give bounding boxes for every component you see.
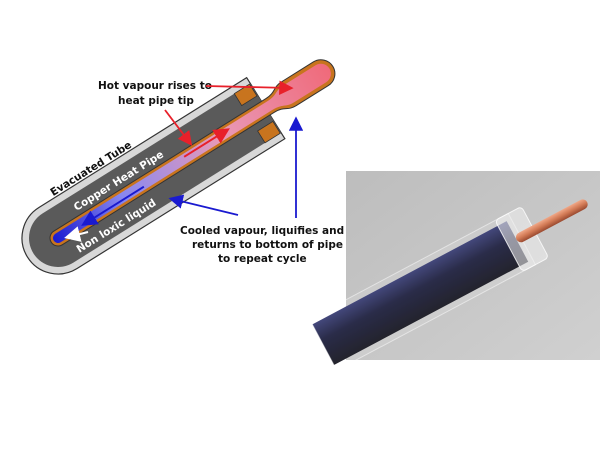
copper-heat-pipe: [49, 59, 336, 247]
copper-fin-bottom: [257, 120, 281, 144]
label-hot-vapour-line2: heat pipe tip: [118, 95, 194, 107]
label-cooled-line3: to repeat cycle: [218, 253, 307, 265]
cold-flow-arrow: [81, 185, 145, 226]
cooled-callout-arrow: [168, 194, 239, 216]
hot-vapour-callout-arrow: [205, 80, 294, 95]
evacuated-tube-photo: [308, 171, 600, 371]
label-cooled-line1: Cooled vapour, liquifies and: [180, 225, 344, 237]
hot-vapour-flow-arrow: [183, 128, 230, 158]
hot-vapour-pipe-arrow: [164, 109, 193, 146]
copper-fin-top: [233, 83, 258, 107]
liquid-pointer-arrow: [64, 226, 89, 242]
label-cooled-line2: returns to bottom of pipe: [192, 239, 343, 251]
label-hot-vapour-line1: Hot vapour rises to: [98, 80, 212, 92]
